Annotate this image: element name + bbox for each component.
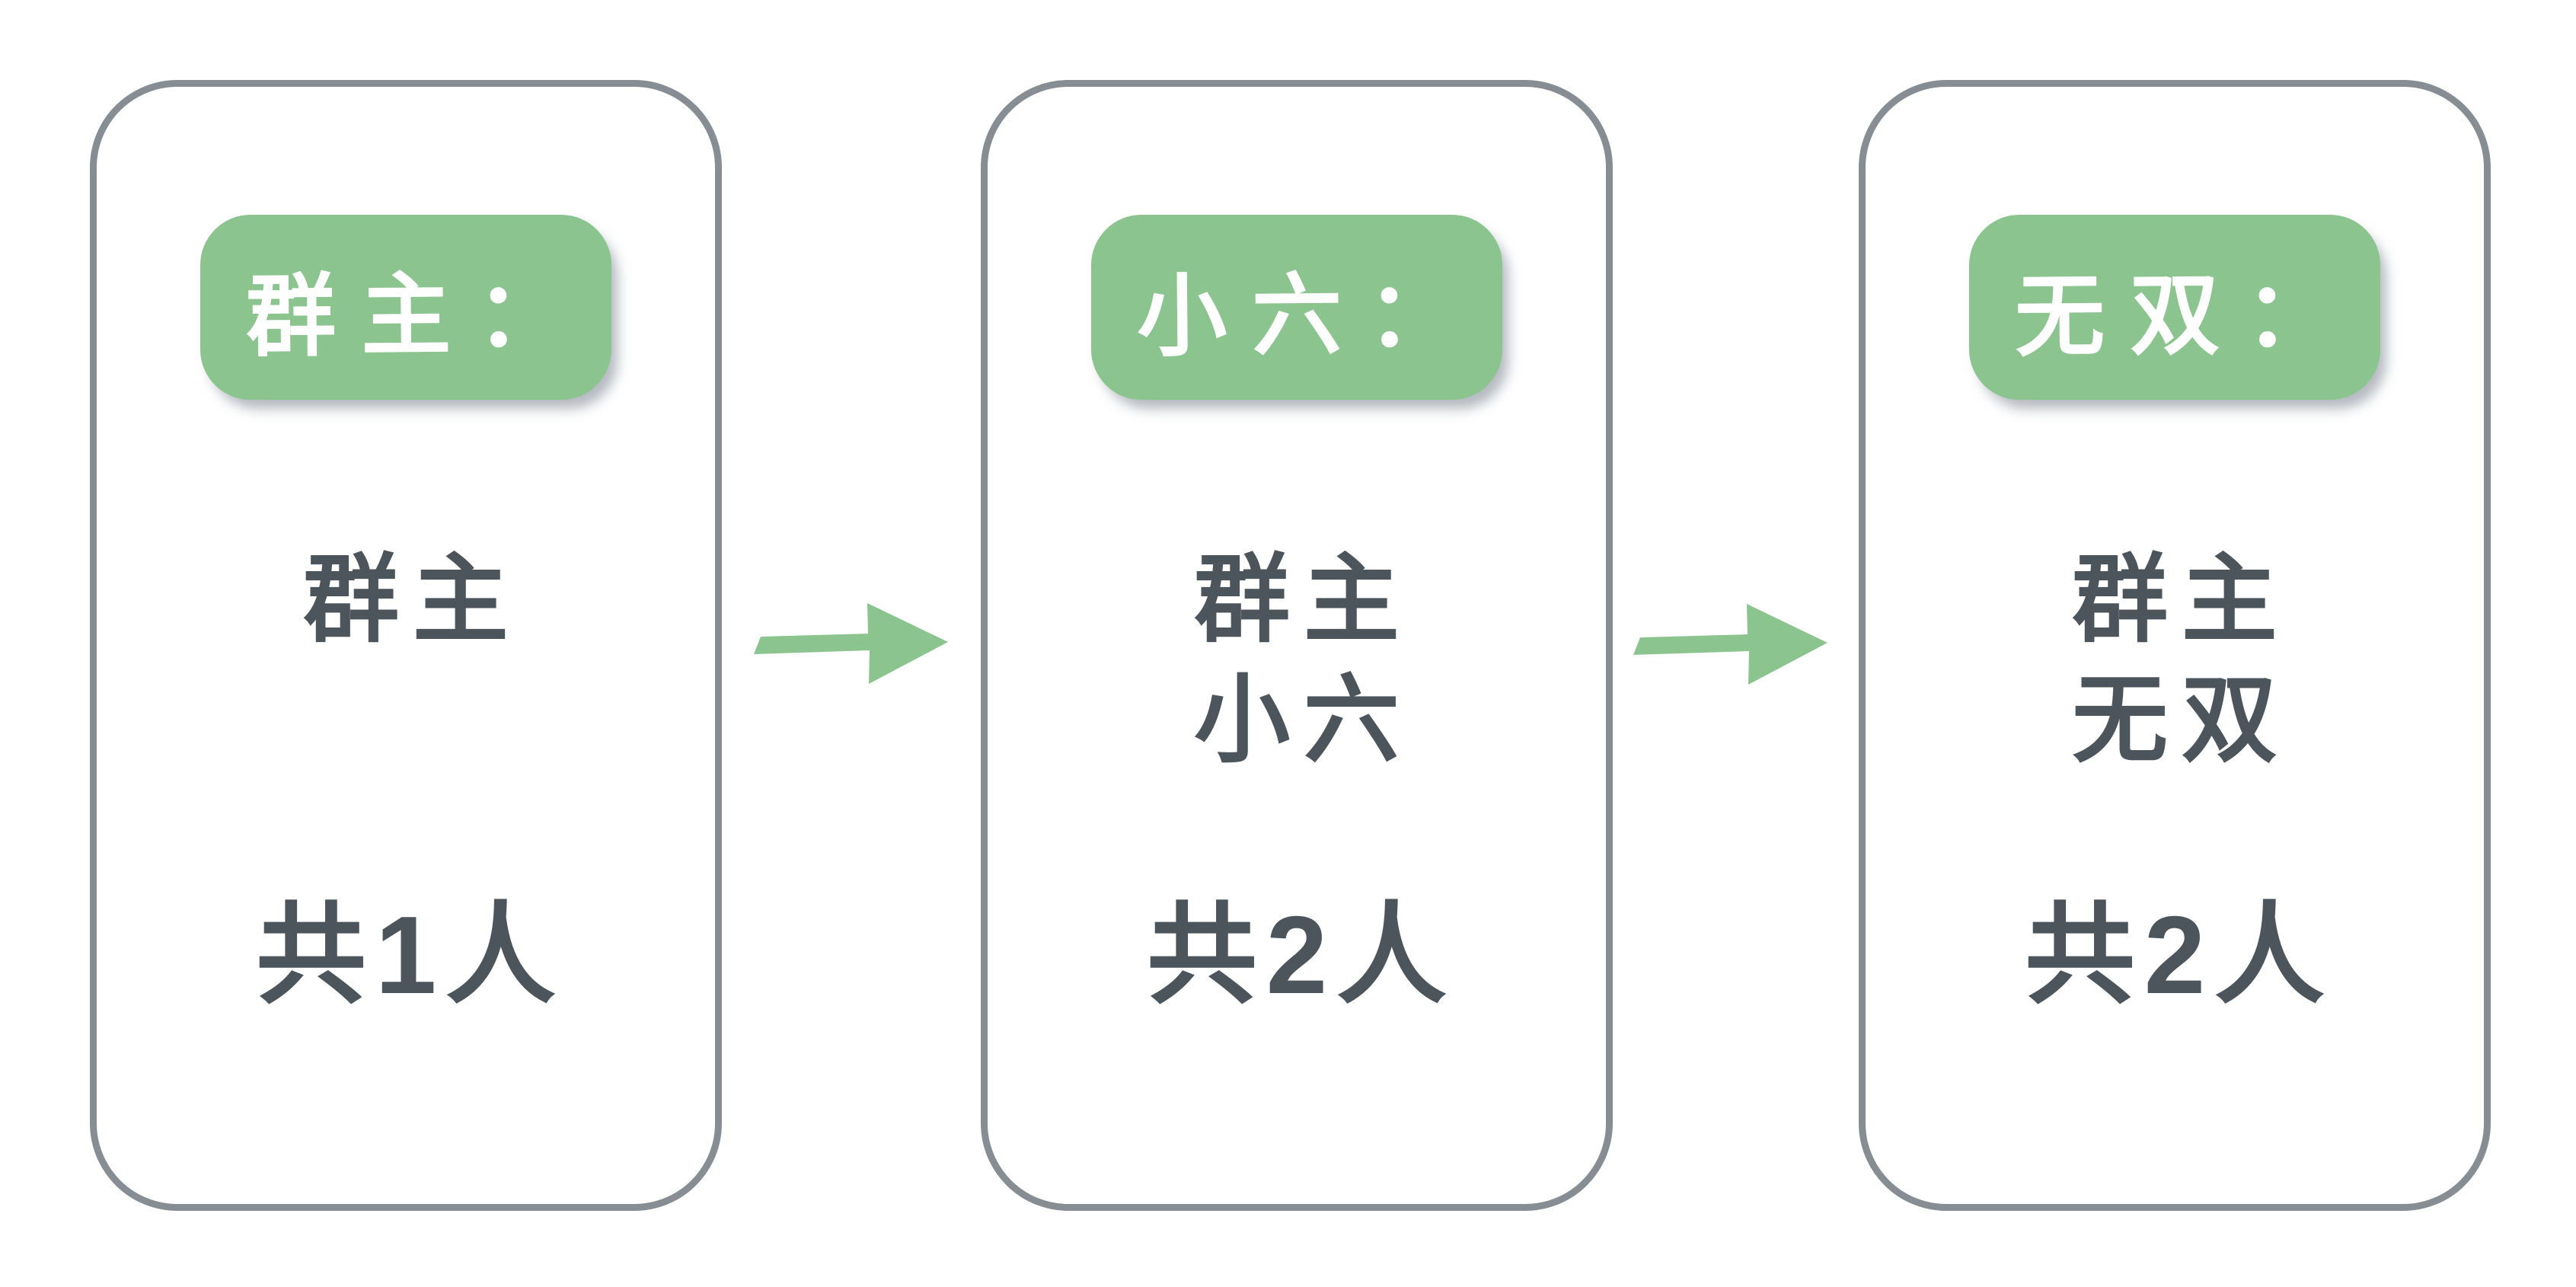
member-name: 无双 (2072, 666, 2291, 774)
member-list: 群主 小六 (988, 540, 1606, 781)
member-count: 共2人 (2025, 893, 2334, 1017)
member-list: 群主 无双 (1866, 540, 2484, 781)
member-count: 共2人 (1147, 893, 1456, 1017)
flow-arrow-right-icon (1633, 604, 1827, 685)
member-name: 小六 (1194, 666, 1413, 774)
member-name: 群主 (1194, 546, 1413, 653)
badge-label: 群主： (245, 263, 592, 368)
member-count: 共1人 (256, 893, 565, 1017)
group-owner-badge: 小六： (1091, 215, 1502, 400)
member-name: 群主 (2072, 546, 2291, 653)
member-list: 群主 (97, 540, 715, 781)
member-name (97, 660, 715, 781)
group-owner-badge: 无双： (1969, 215, 2380, 400)
member-name: 群主 (303, 546, 522, 653)
badge-label: 小六： (1136, 263, 1483, 368)
group-state-card-1: 群主： 群主 共1人 (90, 80, 722, 1211)
group-state-card-3: 无双： 群主 无双 共2人 (1859, 80, 2491, 1211)
group-owner-badge: 群主： (200, 215, 611, 400)
badge-label: 无双： (2014, 263, 2361, 368)
group-state-card-2: 小六： 群主 小六 共2人 (981, 80, 1613, 1211)
flow-arrow-right-icon (754, 603, 948, 684)
